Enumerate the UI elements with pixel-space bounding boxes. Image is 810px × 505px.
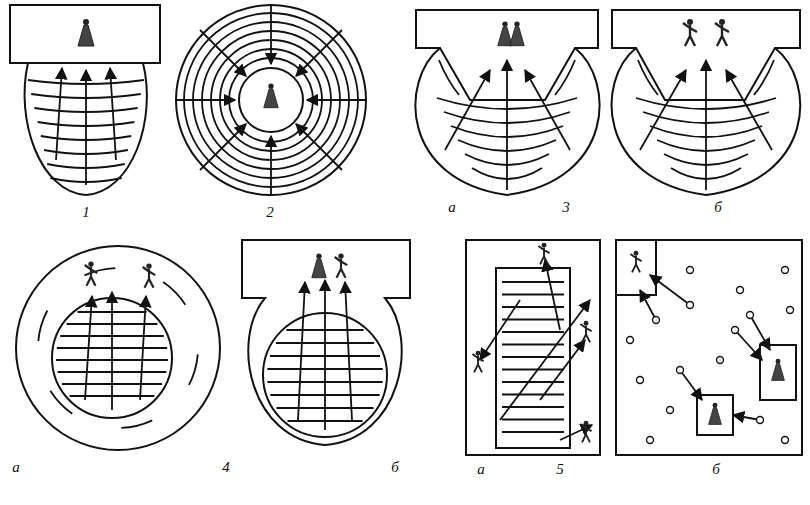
auditorium	[25, 63, 147, 195]
figure-label: 2	[266, 205, 274, 220]
auditorium	[415, 48, 599, 195]
seat-rows	[28, 13, 776, 432]
figure-label: а	[12, 460, 20, 475]
arena	[16, 246, 220, 450]
arena	[176, 5, 366, 195]
figure-label: 4	[222, 460, 230, 475]
acting-area	[697, 395, 733, 435]
figure-label: б	[714, 200, 722, 215]
acting-area	[760, 345, 796, 400]
stage-box	[242, 240, 410, 445]
figure-label: б	[712, 462, 720, 477]
hall	[466, 240, 600, 455]
sightline-arrows	[56, 5, 772, 440]
figure-label: 5	[556, 462, 564, 477]
figure-label: а	[448, 200, 456, 215]
outlines	[10, 5, 802, 455]
auditorium	[612, 48, 801, 195]
figure-label: 3	[562, 200, 570, 215]
arena-center	[239, 68, 303, 132]
spectators	[627, 267, 794, 444]
seating	[496, 268, 570, 448]
figure-label: а	[477, 462, 485, 477]
figure-label: 1	[82, 205, 90, 220]
stage-box	[10, 5, 160, 63]
acting-area	[616, 240, 656, 295]
actors	[78, 19, 784, 442]
hall	[616, 240, 802, 455]
figure-label: б	[391, 460, 399, 475]
